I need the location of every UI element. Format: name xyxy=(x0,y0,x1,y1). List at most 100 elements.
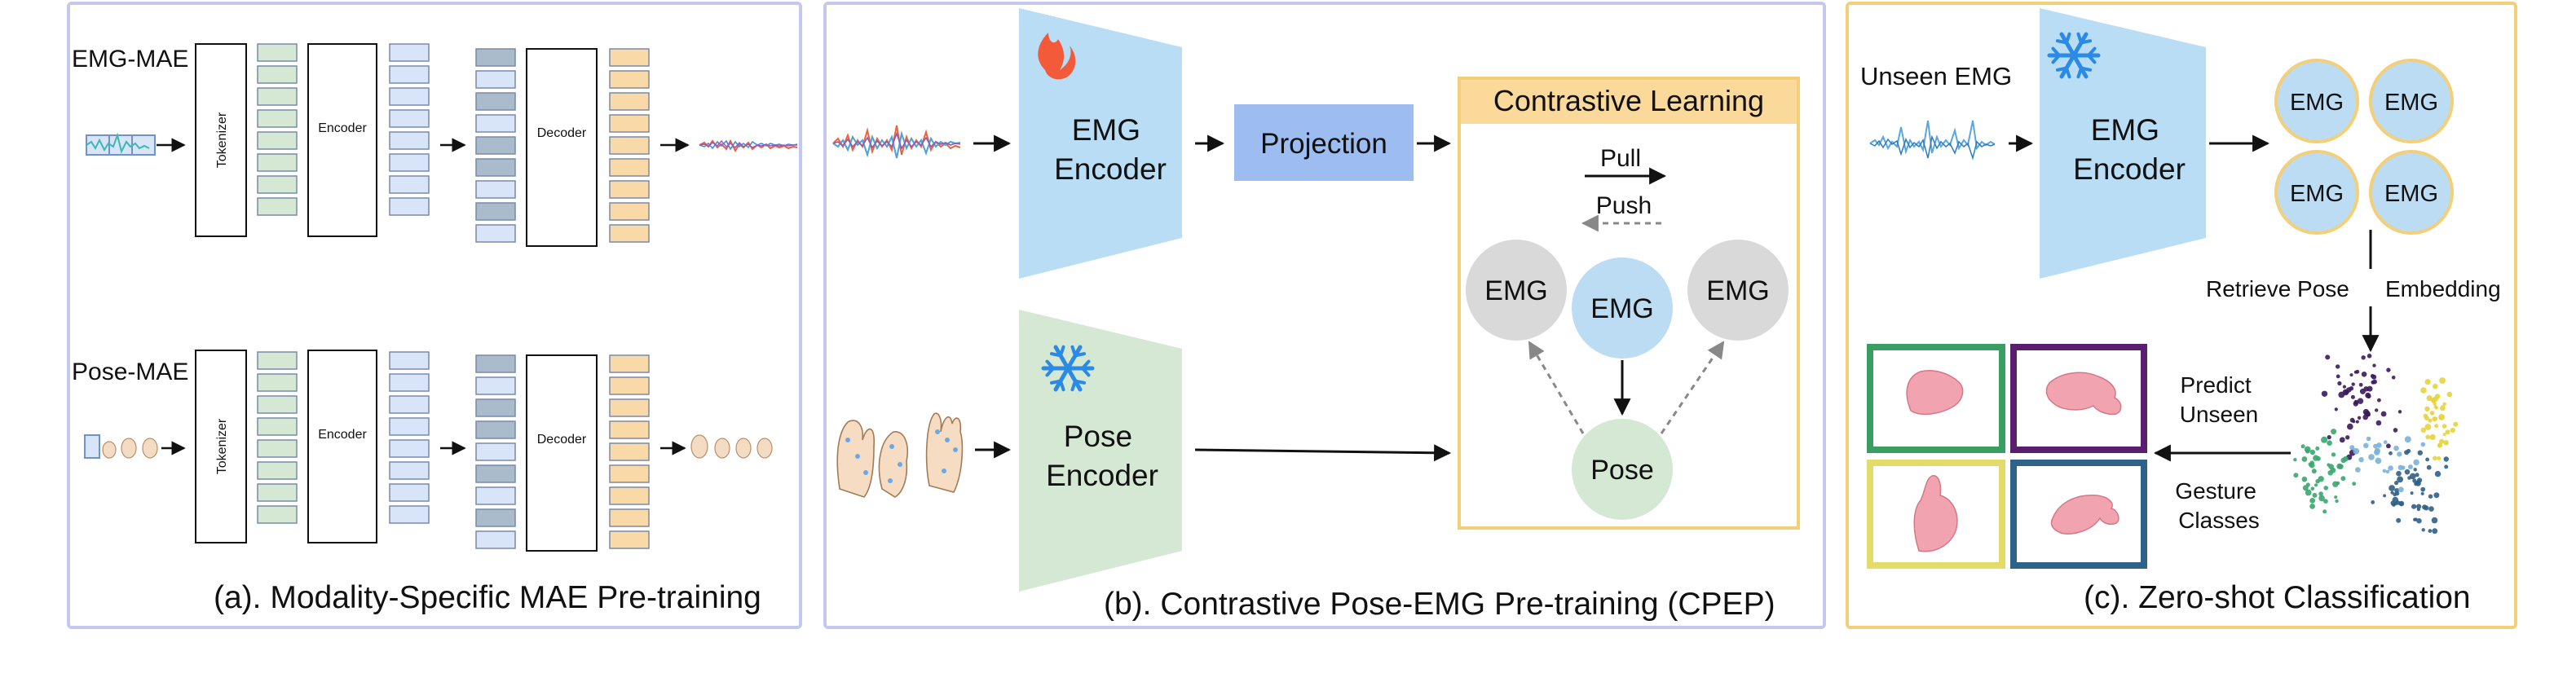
gesture-classes-label: Gesture Classes xyxy=(2175,478,2262,533)
gesture-class-frames xyxy=(1867,344,2147,569)
emg-embeddings: EMG EMG EMG EMG xyxy=(2274,59,2454,235)
token xyxy=(257,43,298,62)
emg-node-anchor xyxy=(1572,257,1673,359)
reconstructed-emg-signal xyxy=(699,139,798,153)
token xyxy=(257,175,298,194)
predict-unseen-label: Predict Unseen xyxy=(2180,372,2259,427)
token xyxy=(475,48,516,67)
token-column-blue xyxy=(389,43,430,216)
emg-embedding-label: EMG xyxy=(2290,181,2344,207)
token xyxy=(475,464,516,483)
token xyxy=(389,483,430,502)
token-column-blue xyxy=(389,351,430,524)
token xyxy=(257,87,298,106)
token xyxy=(389,175,430,194)
emg-encoder-block xyxy=(2040,8,2206,279)
emg-encoder-label: EMG Encoder xyxy=(1054,113,1167,186)
token xyxy=(609,420,650,439)
token xyxy=(257,505,298,524)
emg-waveform-input xyxy=(832,125,961,159)
token xyxy=(389,153,430,172)
token xyxy=(609,442,650,461)
token xyxy=(609,508,650,527)
token xyxy=(389,439,430,458)
token xyxy=(475,136,516,155)
pose-to-contrastive-arrow xyxy=(1194,444,1452,462)
token xyxy=(389,461,430,480)
emg-embedding xyxy=(2369,59,2454,143)
token xyxy=(609,354,650,373)
pose-node xyxy=(1572,419,1673,520)
pose-encoder-line-2: Encoder xyxy=(1046,459,1158,492)
embedding-scatter xyxy=(2293,354,2459,535)
token-column-orange xyxy=(609,48,650,243)
emg-embedding-label: EMG xyxy=(2384,90,2438,116)
emg-encoder-line-1: EMG xyxy=(1072,113,1140,147)
token xyxy=(609,398,650,417)
token xyxy=(389,197,430,216)
token xyxy=(609,136,650,155)
token xyxy=(389,395,430,414)
emg-node-label: EMG xyxy=(1484,275,1547,306)
emg-input-signal-icon xyxy=(86,132,156,156)
snowflake-icon xyxy=(2047,32,2101,79)
encoder-label: Encoder xyxy=(318,121,367,135)
hand-gesture-icon xyxy=(1906,370,2122,552)
token xyxy=(389,505,430,524)
panel-c: Unseen EMG EMG Encoder EMG EMG EMG EMG R… xyxy=(1846,2,2517,629)
token xyxy=(475,442,516,461)
tokenizer-label: Tokenizer xyxy=(215,418,229,474)
token xyxy=(475,180,516,199)
emg-embedding-label: EMG xyxy=(2290,90,2344,116)
encoder-block xyxy=(307,350,377,543)
gesture-line-2: Classes xyxy=(2178,508,2260,533)
hand-keypoints xyxy=(845,429,958,483)
token xyxy=(609,158,650,177)
token xyxy=(389,65,430,84)
emg-embedding xyxy=(2274,150,2359,235)
token-column-mixed xyxy=(475,354,516,549)
label-backing xyxy=(2201,269,2504,306)
token xyxy=(475,530,516,549)
token xyxy=(609,202,650,221)
decoder-block xyxy=(526,354,598,552)
emg-node-negative-right xyxy=(1687,240,1789,341)
decoder-label: Decoder xyxy=(537,433,587,447)
token xyxy=(389,109,430,128)
push-label: Push xyxy=(1596,192,1652,219)
token xyxy=(475,376,516,395)
reconstructed-pose-hands-icon xyxy=(690,434,773,459)
token xyxy=(475,224,516,243)
emg-embedding-label: EMG xyxy=(2384,181,2438,207)
retrieve-label: Retrieve Pose xyxy=(2206,276,2349,301)
emg-encoder-line-1: EMG xyxy=(2091,113,2159,147)
predict-line-1: Predict xyxy=(2181,372,2252,398)
token xyxy=(475,202,516,221)
decoder-block xyxy=(526,48,598,247)
token xyxy=(257,351,298,370)
token xyxy=(389,373,430,392)
panel-a-caption: (a). Modality-Specific MAE Pre-training xyxy=(214,580,761,615)
token xyxy=(609,70,650,89)
emg-node-label: EMG xyxy=(1706,275,1769,306)
flame-icon xyxy=(1038,33,1076,80)
token-column-green xyxy=(257,43,298,216)
unseen-emg-waveform xyxy=(1869,120,1996,161)
encoder-block xyxy=(307,43,377,237)
token xyxy=(609,464,650,483)
token xyxy=(257,197,298,216)
token xyxy=(475,114,516,133)
token xyxy=(257,65,298,84)
contrastive-learning-title: Contrastive Learning xyxy=(1493,84,1764,117)
token xyxy=(257,131,298,150)
token-column-mixed xyxy=(475,48,516,243)
token xyxy=(389,87,430,106)
tokenizer-block xyxy=(195,350,247,543)
gesture-frame-navy xyxy=(2010,460,2147,569)
token xyxy=(475,158,516,177)
panel-b-caption: (b). Contrastive Pose-EMG Pre-training (… xyxy=(1104,587,1775,622)
token xyxy=(257,483,298,502)
panel-c-caption: (c). Zero-shot Classification xyxy=(2084,580,2471,615)
